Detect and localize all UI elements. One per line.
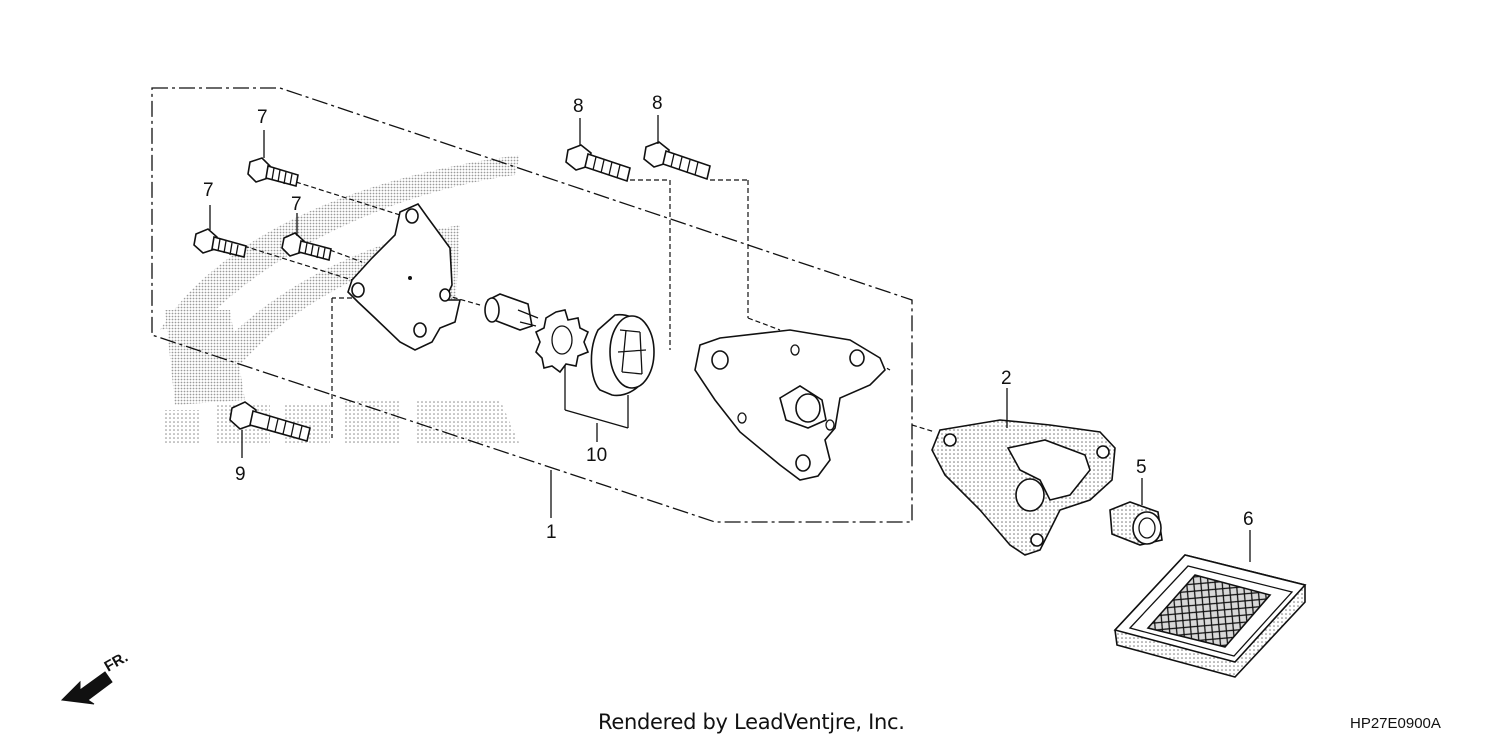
bolt-7-middle [281, 232, 332, 261]
callout-8-right: 8 [652, 93, 663, 114]
outer-rotor [590, 314, 655, 397]
pump-assembly-outline [151, 87, 913, 523]
callout-8-left: 8 [573, 96, 584, 117]
bolt-7-left [193, 228, 247, 258]
pump-body-plate [694, 329, 886, 481]
inner-rotor [534, 309, 590, 374]
collar [1109, 501, 1163, 546]
bolt-8-left [565, 144, 631, 183]
callout-7-top: 7 [257, 107, 268, 128]
callout-2: 2 [1001, 368, 1012, 389]
bolt-7-top [247, 157, 299, 187]
pump-shaft [484, 293, 539, 331]
render-credit: Rendered by LeadVentjre, Inc. [598, 710, 905, 734]
callout-5: 5 [1136, 457, 1147, 478]
callout-1: 1 [546, 522, 557, 543]
direction-label: FR. [102, 649, 131, 676]
leader-lines [243, 179, 936, 438]
bolt-9 [229, 401, 311, 442]
front-direction-arrow-icon: FR. [60, 649, 131, 705]
callout-ticks [209, 115, 1251, 562]
callout-7-middle: 7 [291, 194, 302, 215]
oil-strainer [1113, 554, 1307, 678]
gasket [931, 419, 1116, 556]
bolt-8-right [643, 141, 711, 181]
callout-9: 9 [235, 464, 246, 485]
callout-10: 10 [586, 445, 607, 466]
callout-7-left: 7 [203, 180, 214, 201]
pump-cover-plate [347, 203, 462, 351]
callout-6: 6 [1243, 509, 1254, 530]
honda-watermark-logo [160, 155, 520, 445]
diagram-code: HP27E0900A [1350, 715, 1441, 732]
